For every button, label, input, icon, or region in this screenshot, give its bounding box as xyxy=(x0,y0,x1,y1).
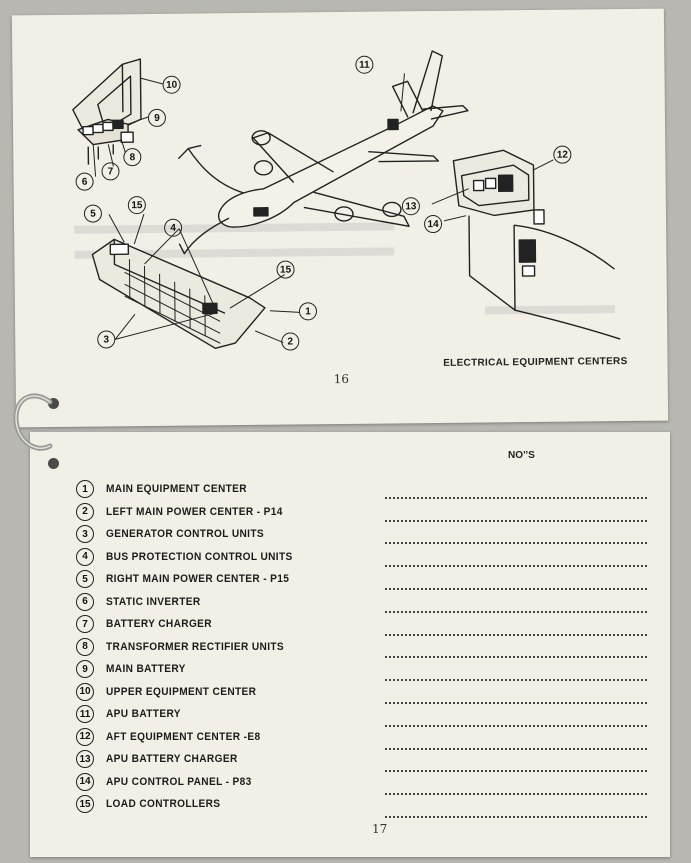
legend-item: 13 APU BATTERY CHARGER xyxy=(76,748,309,771)
legend-number: 3 xyxy=(76,525,94,544)
note-line xyxy=(385,522,647,545)
legend-number: 4 xyxy=(76,547,94,566)
main-equipment-center-drawing xyxy=(91,238,266,350)
legend-label: UPPER EQUIPMENT CENTER xyxy=(106,685,257,698)
legend-label: APU BATTERY CHARGER xyxy=(106,753,238,766)
legend-number: 15 xyxy=(76,795,94,814)
legend-number: 9 xyxy=(76,660,94,679)
notes-lines xyxy=(385,476,647,818)
callout-13: 13 xyxy=(401,197,420,216)
upper-equipment-center-drawing xyxy=(72,58,142,165)
legend-item: 8 TRANSFORMER RECTIFIER UNITS xyxy=(76,636,309,659)
legend-label: APU CONTROL PANEL - P83 xyxy=(106,775,252,788)
note-line xyxy=(385,772,647,796)
legend-number: 7 xyxy=(76,615,94,634)
legend-label: BUS PROTECTION CONTROL UNITS xyxy=(106,550,293,563)
legend-item: 3 GENERATOR CONTROL UNITS xyxy=(76,523,309,546)
legend-item: 1 MAIN EQUIPMENT CENTER xyxy=(76,478,309,501)
legend-label: GENERATOR CONTROL UNITS xyxy=(106,528,265,541)
note-line xyxy=(385,750,647,773)
page-17: NO’’S 1 MAIN EQUIPMENT CENTER 2 LEFT MAIN … xyxy=(30,432,670,857)
note-line xyxy=(385,795,647,818)
note-line xyxy=(385,704,647,727)
legend-number: 1 xyxy=(76,480,94,499)
note-line xyxy=(385,681,647,704)
note-line xyxy=(385,567,647,590)
callout-6: 6 xyxy=(75,172,94,191)
legend-number: 14 xyxy=(76,772,94,791)
legend-number: 11 xyxy=(76,705,94,724)
legend-item: 4 BUS PROTECTION CONTROL UNITS xyxy=(76,546,309,569)
callout-15-bottom: 15 xyxy=(276,260,295,279)
callout-3: 3 xyxy=(97,330,116,349)
binder-hole-bottom xyxy=(48,458,59,469)
legend-list: 1 MAIN EQUIPMENT CENTER 2 LEFT MAIN POWER … xyxy=(76,478,309,816)
callout-1: 1 xyxy=(298,302,318,321)
legend-number: 8 xyxy=(76,637,94,656)
note-line xyxy=(385,727,647,750)
electrical-equipment-diagram xyxy=(72,50,621,350)
legend-item: 11 APU BATTERY xyxy=(76,703,309,726)
callout-5: 5 xyxy=(83,204,103,223)
legend-label: LOAD CONTROLLERS xyxy=(106,798,221,811)
legend-label: BATTERY CHARGER xyxy=(106,618,212,631)
legend-number: 13 xyxy=(76,750,94,769)
legend-item: 6 STATIC INVERTER xyxy=(76,591,309,614)
note-line xyxy=(385,636,647,659)
legend-item: 5 RIGHT MAIN POWER CENTER - P15 xyxy=(76,568,309,591)
page-number-17: 17 xyxy=(372,822,388,836)
note-line xyxy=(385,590,647,613)
callout-2: 2 xyxy=(281,332,300,351)
legend-item: 15 LOAD CONTROLLERS xyxy=(76,793,309,816)
callout-9: 9 xyxy=(147,108,167,128)
legend-label: RIGHT MAIN POWER CENTER - P15 xyxy=(106,573,290,586)
legend-item: 2 LEFT MAIN POWER CENTER - P14 xyxy=(76,501,309,524)
note-line xyxy=(385,476,647,499)
legend-item: 9 MAIN BATTERY xyxy=(76,658,309,681)
callout-15-top: 15 xyxy=(127,196,146,215)
notes-title: NO’’S xyxy=(508,450,535,461)
callout-8: 8 xyxy=(123,148,142,167)
legend-item: 12 AFT EQUIPMENT CENTER -E8 xyxy=(76,726,309,749)
note-line xyxy=(385,613,647,636)
binder-hole-top xyxy=(48,398,59,409)
legend-item: 14 APU CONTROL PANEL - P83 xyxy=(76,771,309,794)
callout-11: 11 xyxy=(355,55,374,74)
diagram-caption: ELECTRICAL EQUIPMENT CENTERS xyxy=(443,355,628,369)
legend-label: MAIN EQUIPMENT CENTER xyxy=(106,483,247,496)
legend-label: AFT EQUIPMENT CENTER -E8 xyxy=(106,730,261,743)
callout-12: 12 xyxy=(553,145,572,164)
legend-item: 10 UPPER EQUIPMENT CENTER xyxy=(76,681,309,704)
legend-number: 2 xyxy=(76,502,94,521)
legend-label: STATIC INVERTER xyxy=(106,595,201,608)
airplane-drawing xyxy=(177,50,469,255)
legend-label: LEFT MAIN POWER CENTER - P14 xyxy=(106,505,283,518)
legend-label: MAIN BATTERY xyxy=(106,663,186,676)
legend-label: APU BATTERY xyxy=(106,708,181,721)
legend-label: TRANSFORMER RECTIFIER UNITS xyxy=(106,640,285,653)
page-16: 10 9 8 7 6 11 12 13 14 15 5 4 15 1 3 2 E… xyxy=(11,8,669,428)
legend-number: 12 xyxy=(76,727,94,746)
callout-7: 7 xyxy=(101,162,120,181)
note-line xyxy=(385,499,647,522)
aft-equipment-center-drawing xyxy=(452,149,621,340)
legend-number: 10 xyxy=(76,682,94,701)
legend-item: 7 BATTERY CHARGER xyxy=(76,613,309,636)
callout-10: 10 xyxy=(162,75,181,94)
note-line xyxy=(385,544,647,568)
callout-14: 14 xyxy=(423,214,443,234)
page-number-16: 16 xyxy=(333,371,350,387)
callout-4: 4 xyxy=(163,218,183,237)
note-line xyxy=(385,658,647,682)
legend-number: 6 xyxy=(76,592,94,611)
legend-number: 5 xyxy=(76,570,94,589)
binder-ring-icon xyxy=(13,393,53,451)
